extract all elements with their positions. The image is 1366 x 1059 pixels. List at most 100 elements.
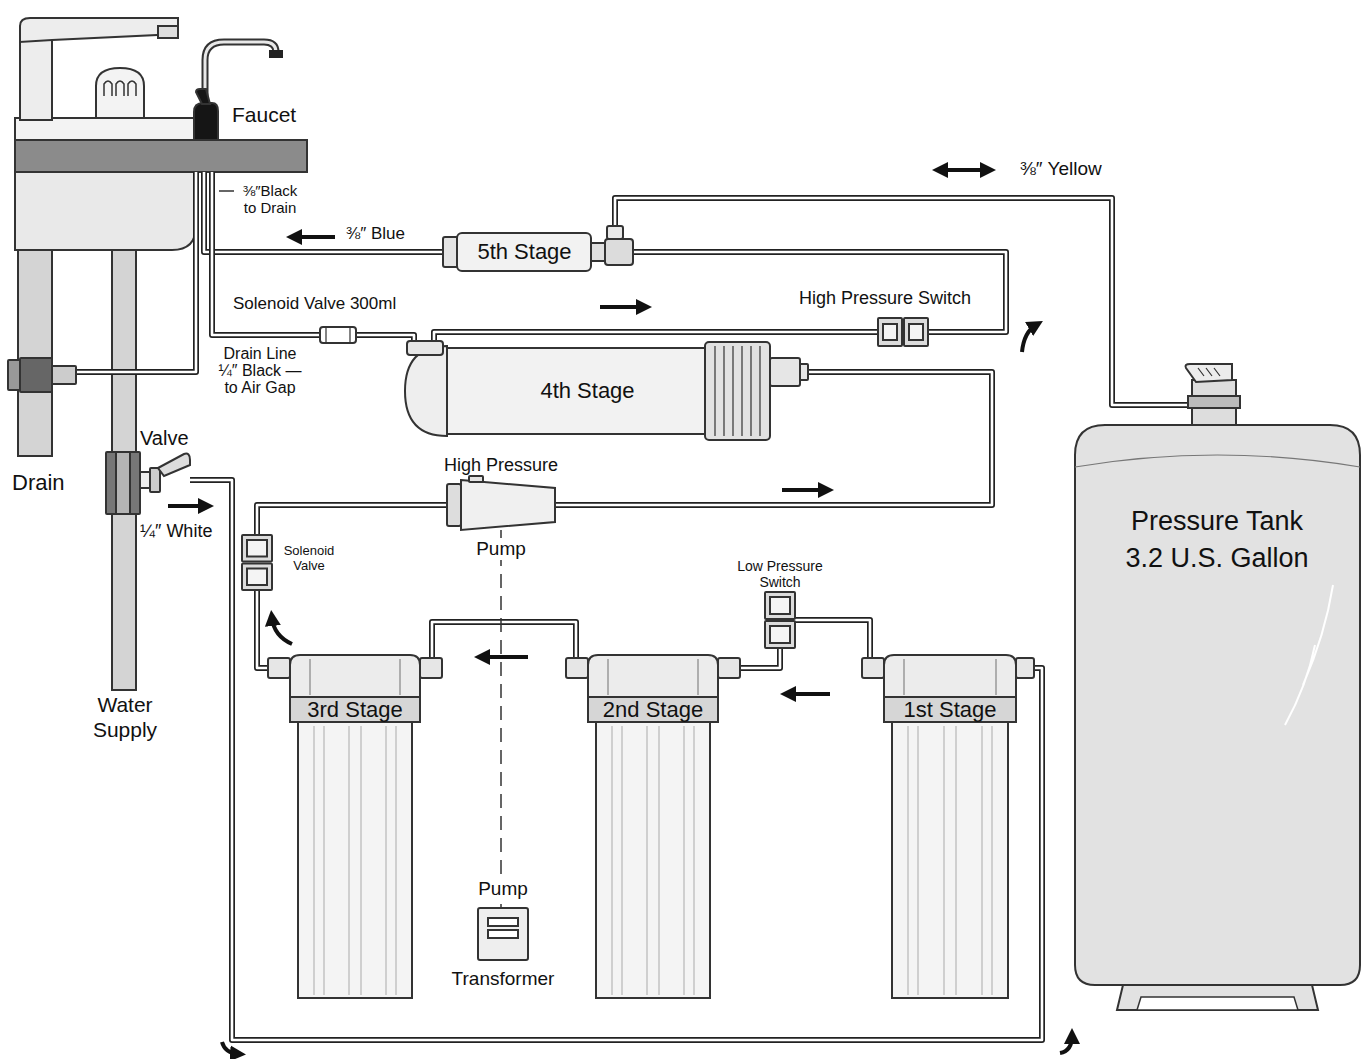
tank-body bbox=[1075, 425, 1360, 985]
pump-port bbox=[469, 476, 483, 482]
canister-rib bbox=[314, 726, 315, 995]
tank-stand-cutout bbox=[1137, 997, 1298, 1010]
fitting bbox=[605, 239, 633, 265]
node-label: Faucet bbox=[232, 103, 296, 127]
canister-cap bbox=[884, 655, 1016, 697]
tube-core bbox=[76, 172, 196, 372]
flow-arrow bbox=[222, 1042, 238, 1054]
sink-basin bbox=[15, 172, 196, 250]
flow-arrow bbox=[782, 488, 826, 492]
canister-band bbox=[588, 697, 718, 722]
flow-arrow bbox=[600, 305, 644, 309]
faucet-spout bbox=[205, 42, 276, 100]
leader-line bbox=[219, 191, 234, 192]
switch-face bbox=[909, 324, 923, 340]
tank-valve bbox=[1186, 364, 1241, 425]
membrane-fitting bbox=[407, 341, 443, 355]
flow-arrow bbox=[294, 235, 335, 239]
tube-fitting bbox=[1016, 658, 1034, 678]
tube-core bbox=[356, 335, 414, 342]
canister-rib bbox=[908, 726, 909, 995]
node-label: 3rd Stage bbox=[290, 697, 420, 722]
tube-connector bbox=[633, 252, 1006, 332]
drain-saddle: Drain bbox=[8, 358, 76, 392]
flow-arrow bbox=[788, 692, 830, 696]
restrictor-line bbox=[326, 327, 350, 343]
tube-outline bbox=[204, 172, 443, 252]
tube-fitting bbox=[770, 358, 800, 386]
pressure-switch: Low Pressure Switch bbox=[765, 592, 795, 648]
filter-housing: 3rd Stage bbox=[290, 655, 420, 1000]
pressure-tank: Pressure Tank 3.2 U.S. Gallon bbox=[1075, 425, 1360, 1010]
kitchen-faucet bbox=[104, 81, 136, 96]
canister-rib bbox=[361, 726, 362, 995]
pump-transformer-shape bbox=[478, 908, 528, 960]
canister-cap bbox=[290, 655, 420, 697]
tube-fitting bbox=[566, 658, 588, 678]
drain-pipe bbox=[18, 246, 52, 456]
canister-body bbox=[892, 722, 1008, 998]
switch-half bbox=[242, 564, 272, 591]
tube-core bbox=[190, 480, 1042, 1040]
canister-rib bbox=[982, 726, 983, 995]
faucet-body bbox=[194, 103, 218, 140]
leader-line bbox=[219, 190, 234, 192]
tube-fitting bbox=[862, 658, 884, 678]
flow-arrow bbox=[168, 170, 1072, 1054]
canister-body bbox=[298, 722, 412, 998]
flow-arrow bbox=[1022, 325, 1036, 352]
tank-stand bbox=[1117, 985, 1318, 1010]
cap-rib bbox=[608, 659, 698, 695]
canister-rib bbox=[992, 726, 993, 995]
node-label: 1st Stage bbox=[884, 697, 1016, 722]
kitchen-faucet bbox=[158, 26, 178, 38]
wire-connector bbox=[501, 530, 502, 908]
transformer-case bbox=[478, 908, 528, 960]
faucet-spout bbox=[205, 42, 276, 100]
valve-handle bbox=[158, 454, 190, 476]
canister-rib bbox=[944, 726, 945, 995]
tube-fitting bbox=[800, 364, 808, 380]
countertop bbox=[15, 140, 307, 172]
wire-line bbox=[500, 530, 502, 908]
switch-half bbox=[765, 621, 795, 648]
node-label: 5th Stage bbox=[458, 233, 591, 271]
cap-rib bbox=[759, 346, 760, 436]
cap-rib bbox=[714, 346, 715, 436]
node-label: High Pressure bbox=[444, 455, 558, 476]
switch-face bbox=[247, 540, 267, 557]
node-label: Transformer bbox=[452, 968, 555, 990]
switch-face bbox=[770, 597, 790, 614]
tube-label: ⅜″ Blue bbox=[346, 224, 405, 244]
filter-stage: 5th Stage bbox=[443, 233, 633, 271]
tube-connector bbox=[420, 622, 588, 668]
tank-seam bbox=[1075, 455, 1360, 467]
canister-rib bbox=[918, 726, 919, 995]
node-label: Solenoid Valve bbox=[275, 543, 343, 573]
canister-rib bbox=[684, 726, 685, 995]
tube-outline bbox=[76, 172, 196, 372]
pressure-switch: High Pressure Switch bbox=[878, 318, 928, 346]
switch-half bbox=[765, 592, 795, 619]
node-label: 4th Stage bbox=[455, 372, 720, 410]
node-label: Pressure Tank 3.2 U.S. Gallon bbox=[1115, 503, 1320, 577]
node-label: Valve bbox=[140, 427, 189, 450]
tube-fitting bbox=[718, 658, 740, 678]
ro-faucet-shape bbox=[188, 100, 222, 172]
kitchen-faucet bbox=[15, 18, 201, 140]
cap-rib bbox=[723, 346, 724, 436]
node-label: 2nd Stage bbox=[588, 697, 718, 722]
canister-body bbox=[596, 722, 710, 998]
pressure-switch-shape bbox=[878, 318, 928, 346]
kitchen-faucet bbox=[20, 18, 178, 42]
canister-rib bbox=[647, 726, 648, 995]
filter-housing: 2nd Stage bbox=[588, 655, 718, 1000]
canister-cap bbox=[588, 655, 718, 697]
tube-outline bbox=[434, 332, 878, 342]
countertop bbox=[15, 140, 307, 172]
restrictor-body bbox=[320, 327, 356, 343]
node-label: Solenoid Valve 300ml bbox=[233, 294, 396, 314]
faucet-lever bbox=[196, 89, 210, 104]
transformer-slot bbox=[488, 918, 518, 926]
filter-housing: 1st Stage bbox=[884, 655, 1016, 1000]
